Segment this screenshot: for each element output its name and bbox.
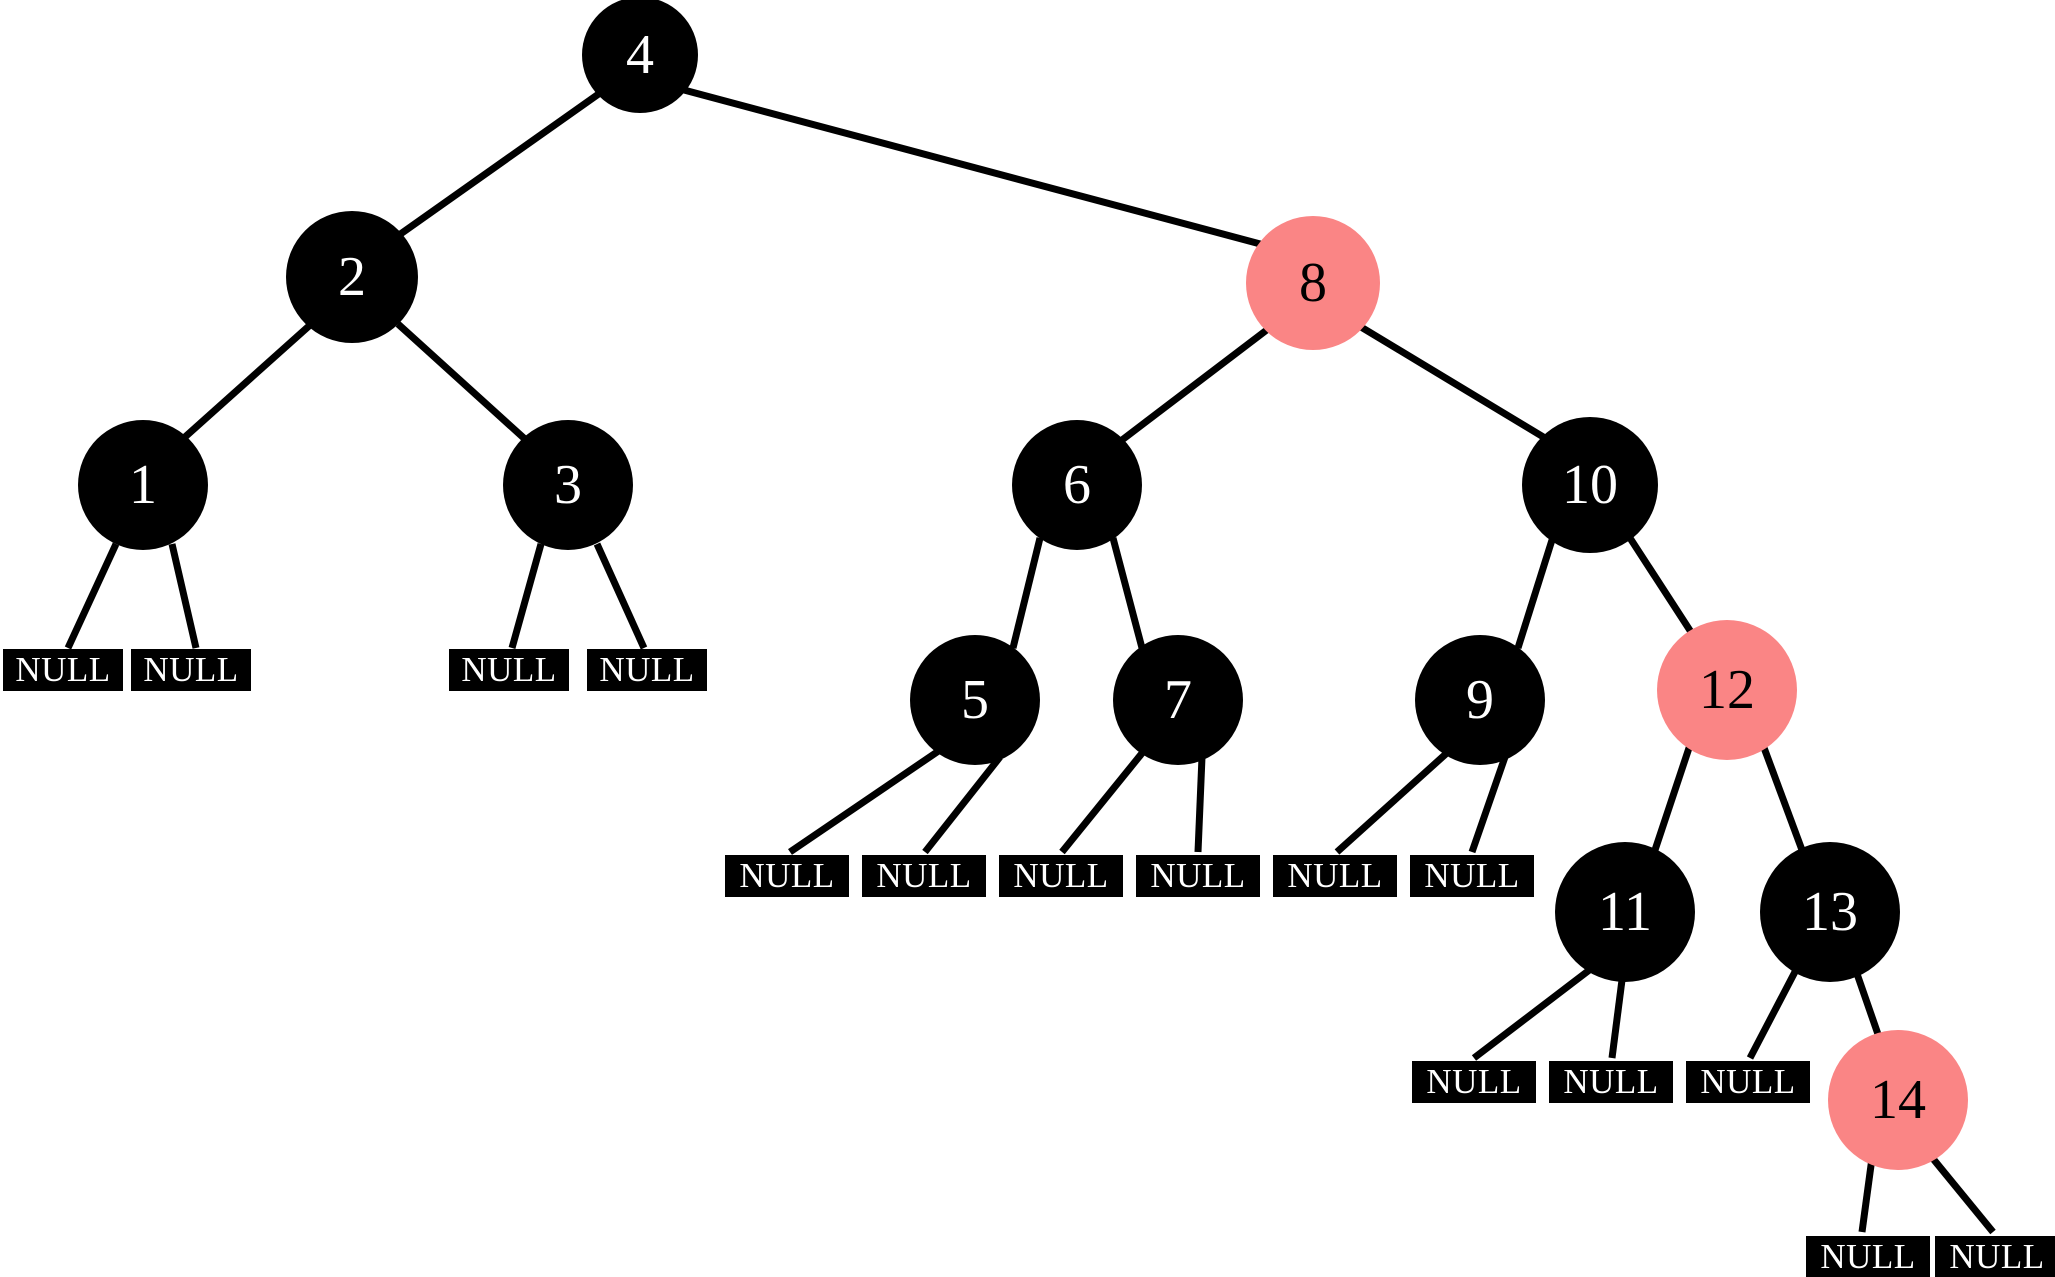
- tree-edge: [1334, 749, 1451, 855]
- tree-edge: [1746, 966, 1801, 1060]
- tree-edge: [1471, 965, 1595, 1061]
- tree-null-leaf-label: NULL: [1013, 856, 1109, 895]
- tree-null-leaf-label: NULL: [599, 650, 695, 689]
- tree-edge: [1651, 743, 1694, 852]
- tree-edge: [395, 321, 529, 443]
- tree-node-label: 9: [1466, 669, 1494, 731]
- tree-null-leaf: NULL: [1136, 855, 1260, 897]
- tree-edge: [1514, 538, 1556, 650]
- tree-node-label: 7: [1164, 669, 1192, 731]
- tree-node-label: 13: [1802, 881, 1858, 943]
- tree-node-label: 1: [129, 454, 157, 516]
- tree-node-label: 3: [554, 454, 582, 516]
- tree-edge: [1119, 326, 1271, 443]
- tree-edge: [683, 86, 1265, 249]
- tree-node-4[interactable]: 4: [582, 0, 698, 113]
- tree-null-leaf-label: NULL: [461, 650, 557, 689]
- tree-node-13[interactable]: 13: [1760, 842, 1900, 982]
- tree-edge: [1927, 1152, 1996, 1235]
- tree-null-leaf: NULL: [1273, 855, 1397, 897]
- tree-null-leaf: NULL: [1410, 855, 1534, 897]
- tree-node-8[interactable]: 8: [1246, 216, 1380, 350]
- tree-edge: [182, 323, 312, 440]
- tree-null-leaf-label: NULL: [739, 856, 835, 895]
- tree-edge: [922, 754, 1003, 855]
- tree-edge: [1627, 536, 1694, 634]
- tree-node-6[interactable]: 6: [1012, 420, 1142, 550]
- tree-null-leaf: NULL: [3, 649, 123, 691]
- tree-edge: [593, 542, 648, 650]
- tree-null-leaf: NULL: [1806, 1236, 1930, 1277]
- tree-null-leaf: NULL: [131, 649, 251, 691]
- tree-null-leaf: NULL: [862, 855, 986, 897]
- tree-null-leaf-label: NULL: [1287, 856, 1383, 895]
- tree-node-12[interactable]: 12: [1657, 620, 1797, 760]
- tree-null-leaf-label: NULL: [1563, 1062, 1659, 1101]
- tree-edge: [64, 542, 120, 650]
- tree-null-leaf: NULL: [449, 649, 569, 691]
- tree-null-leaf-label: NULL: [1700, 1062, 1796, 1101]
- tree-null-leaf: NULL: [587, 649, 707, 691]
- tree-edge: [1759, 743, 1806, 852]
- tree-node-label: 6: [1063, 454, 1091, 516]
- tree-edge: [1194, 756, 1206, 853]
- tree-edge: [1359, 324, 1547, 441]
- tree-node-5[interactable]: 5: [910, 635, 1040, 765]
- tree-node-14[interactable]: 14: [1828, 1030, 1968, 1170]
- tree-edge: [389, 90, 603, 243]
- tree-node-3[interactable]: 3: [503, 420, 633, 550]
- tree-node-label: 5: [961, 669, 989, 731]
- tree-edge: [1468, 755, 1509, 854]
- tree-edge: [1858, 1157, 1876, 1233]
- tree-null-leaf-label: NULL: [1426, 1062, 1522, 1101]
- tree-edge: [1608, 979, 1626, 1059]
- tree-node-11[interactable]: 11: [1555, 842, 1695, 982]
- tree-node-10[interactable]: 10: [1522, 417, 1658, 553]
- tree-edge: [1109, 537, 1146, 649]
- tree-node-label: 14: [1870, 1069, 1926, 1131]
- tree-edge: [1059, 749, 1146, 855]
- tree-null-leaf: NULL: [1549, 1061, 1673, 1103]
- tree-null-leaf: NULL: [1686, 1061, 1810, 1103]
- tree-null-leaf-label: NULL: [876, 856, 972, 895]
- tree-edge: [168, 543, 200, 649]
- tree-node-label: 4: [626, 24, 654, 86]
- tree-node-label: 10: [1562, 454, 1618, 516]
- tree-edge: [1009, 537, 1044, 649]
- tree-node-1[interactable]: 1: [78, 420, 208, 550]
- tree-null-leaf-label: NULL: [1949, 1237, 2045, 1276]
- tree-node-7[interactable]: 7: [1113, 635, 1243, 765]
- tree-node-label: 11: [1598, 881, 1652, 943]
- tree-null-leaf-label: NULL: [1150, 856, 1246, 895]
- tree-node-label: 12: [1699, 659, 1755, 721]
- tree-edge: [508, 543, 545, 649]
- tree-null-leaf-label: NULL: [143, 650, 239, 689]
- tree-null-leaf: NULL: [1935, 1236, 2055, 1277]
- tree-edge: [788, 747, 942, 855]
- tree-null-leaf-label: NULL: [1820, 1237, 1916, 1276]
- tree-null-leaf: NULL: [999, 855, 1123, 897]
- tree-null-leaf-label: NULL: [1424, 856, 1520, 895]
- tree-node-9[interactable]: 9: [1415, 635, 1545, 765]
- tree-edge: [1851, 966, 1884, 1042]
- tree-node-label: 2: [338, 246, 366, 308]
- tree-null-leaf: NULL: [725, 855, 849, 897]
- tree-null-leaf-label: NULL: [15, 650, 111, 689]
- tree-node-2[interactable]: 2: [286, 211, 418, 343]
- tree-null-leaf: NULL: [1412, 1061, 1536, 1103]
- tree-node-label: 8: [1299, 252, 1327, 314]
